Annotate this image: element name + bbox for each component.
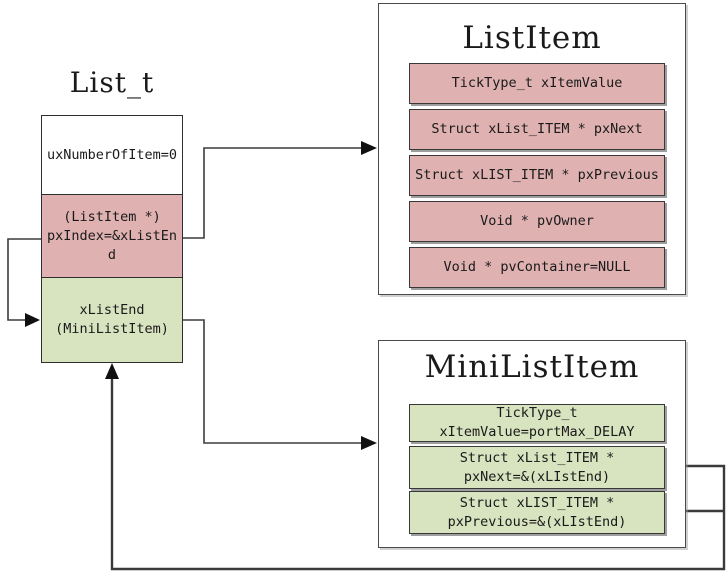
field-pvowner: Void * pvOwner — [409, 201, 665, 242]
field-xlistend: xListEnd (MiniListItem) — [41, 277, 183, 363]
listitem-title: ListItem — [462, 20, 602, 56]
minilistitem-box: MiniListItem TickType_t xItemValue=portM… — [378, 340, 686, 548]
field-xitemvalue: TickType_t xItemValue — [409, 63, 665, 104]
connector-pxnext-back-to-xlistend — [110, 378, 726, 571]
listitem-box: ListItem TickType_t xItemValue Struct xL… — [378, 3, 686, 295]
arrowhead-into-xlistend-left-icon — [25, 313, 40, 327]
minilistitem-title: MiniListItem — [424, 349, 640, 385]
field-pxindex: (ListItem *) pxIndex=&xListEn d — [41, 194, 183, 278]
field-pvcontainer: Void * pvContainer=NULL — [409, 247, 665, 288]
listitem-fields: TickType_t xItemValue Struct xList_ITEM … — [409, 63, 665, 293]
field-mini-pxprevious: Struct xLIST_ITEM * pxPrevious=&(xLIstEn… — [409, 491, 665, 534]
connector-pxindex-to-listitem — [183, 147, 362, 239]
field-uxnumberofitem: uxNumberOfItem=0 — [41, 115, 183, 195]
arrowhead-into-listitem-icon — [361, 141, 377, 155]
field-mini-xitemvalue: TickType_t xItemValue=portMax_DELAY — [409, 404, 665, 442]
arrowhead-into-xlistend-bottom-icon — [105, 363, 119, 379]
connector-pxindex-loop-to-xlistend — [7, 238, 41, 321]
field-mini-pxnext: Struct xList_ITEM * pxNext=&(xLIstEnd) — [409, 446, 665, 489]
minilistitem-fields: TickType_t xItemValue=portMax_DELAY Stru… — [409, 404, 665, 534]
connector-xlistend-to-minilistitem — [183, 319, 362, 444]
field-pxnext: Struct xList_ITEM * pxNext — [409, 109, 665, 150]
arrowhead-into-minilistitem-icon — [361, 436, 377, 450]
list-t-title: List_t — [69, 66, 155, 99]
list-t-box: uxNumberOfItem=0 (ListItem *) pxIndex=&x… — [41, 115, 183, 363]
field-pxprevious: Struct xLIST_ITEM * pxPrevious — [409, 155, 665, 196]
